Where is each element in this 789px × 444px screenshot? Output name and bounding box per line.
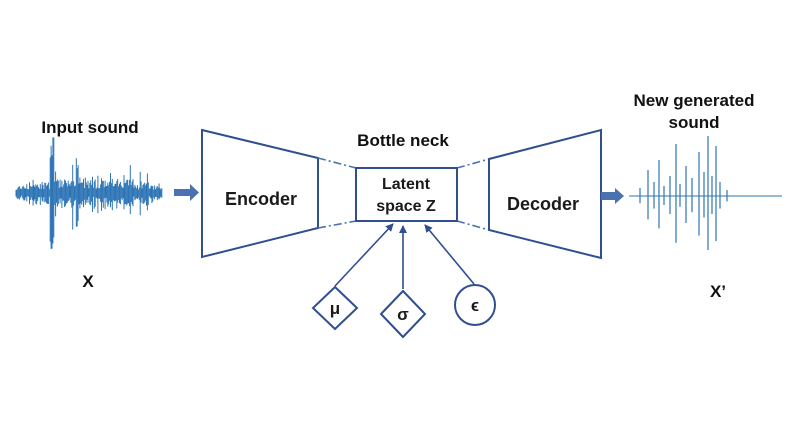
output-sound-title-line2: sound	[669, 113, 720, 132]
latent-decoder-connector-top	[456, 158, 490, 169]
sigma-node	[379, 289, 427, 339]
decoder-label: Decoder	[507, 194, 579, 214]
input-arrow	[174, 184, 199, 201]
encoder-latent-connector-top	[317, 157, 357, 169]
encoder-label: Encoder	[225, 189, 297, 209]
latent-decoder-connector-bottom	[456, 220, 490, 231]
input-waveform	[15, 137, 163, 249]
encoder-latent-connector-bottom	[317, 220, 357, 229]
mu-arrow	[334, 223, 394, 287]
epsilon-arrow	[424, 224, 475, 285]
latent-label-line1: Latent	[382, 176, 431, 193]
mu-node	[311, 285, 359, 331]
latent-label-line2: space Z	[376, 198, 436, 215]
epsilon-symbol: ϵ	[471, 296, 479, 315]
bottleneck-title: Bottle neck	[357, 131, 449, 150]
output-sound-title-line1: New generated	[634, 91, 755, 110]
output-arrow	[601, 188, 624, 204]
output-symbol: X’	[710, 282, 726, 301]
latent-space-box	[355, 167, 458, 222]
input-symbol: X	[82, 272, 94, 291]
sigma-symbol: σ	[397, 305, 409, 324]
mu-symbol: μ	[330, 299, 340, 318]
epsilon-node	[454, 284, 496, 326]
decoder-block	[488, 128, 602, 260]
input-sound-title: Input sound	[41, 118, 138, 137]
output-waveform	[629, 136, 782, 250]
